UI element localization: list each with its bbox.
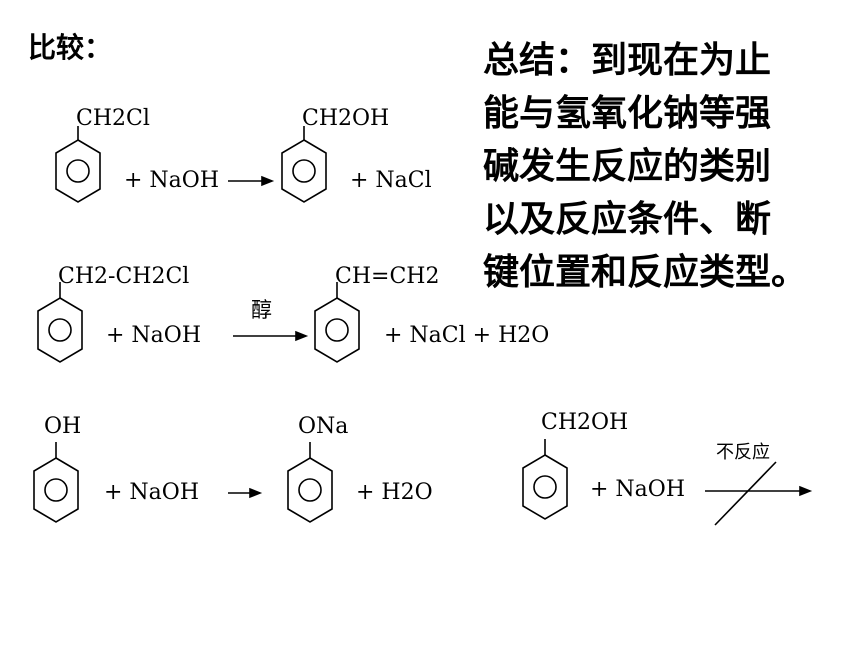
r2-byproduct: + NaCl + H2O xyxy=(384,323,550,348)
arrow-head-r1 xyxy=(261,175,275,187)
arrow-head-r4 xyxy=(799,485,813,497)
r2-product-group: CH=CH2 xyxy=(335,264,440,289)
summary-line-1: 总结：到现在为止 xyxy=(483,40,772,81)
r1-reagent: + NaOH xyxy=(124,168,220,193)
summary-line-2: 能与氢氧化钠等强 xyxy=(483,93,772,134)
r2-reagent: + NaOH xyxy=(106,323,202,348)
r3-product-group: ONa xyxy=(298,414,349,439)
r1-product-group: CH2OH xyxy=(302,106,390,131)
summary-line-5: 键位置和反应类型。 xyxy=(483,252,808,293)
no-reaction-slash xyxy=(714,461,777,526)
r2-condition: 醇 xyxy=(251,298,272,322)
arrow-head-r3 xyxy=(249,487,263,499)
r3-reactant-group: OH xyxy=(44,414,82,439)
benzene-ring-r1-reactant xyxy=(55,126,101,203)
benzene-ring-r2-reactant xyxy=(37,282,83,363)
benzene-ring-r3-reactant xyxy=(33,442,79,523)
r1-reactant-group: CH2Cl xyxy=(76,106,150,131)
summary-line-4: 以及反应条件、断 xyxy=(483,199,772,240)
r2-reactant-group: CH2-CH2Cl xyxy=(58,264,190,289)
r4-reagent: + NaOH xyxy=(590,477,686,502)
page-heading: 比较： xyxy=(28,31,113,64)
r3-reagent: + NaOH xyxy=(104,480,200,505)
r4-condition: 不反应 xyxy=(716,442,770,463)
summary-line-3: 碱发生反应的类别 xyxy=(483,146,772,187)
r1-byproduct: + NaCl xyxy=(350,168,432,193)
r4-reactant-group: CH2OH xyxy=(541,410,629,435)
benzene-ring-r3-product xyxy=(287,442,333,523)
benzene-ring-r2-product xyxy=(314,282,360,363)
arrow-head-r2 xyxy=(295,330,309,342)
summary-text: 总结：到现在为止 能与氢氧化钠等强 碱发生反应的类别 以及反应条件、断 键位置和… xyxy=(483,34,853,299)
benzene-ring-r4-reactant xyxy=(522,439,568,520)
r3-byproduct: + H2O xyxy=(356,480,433,505)
benzene-ring-r1-product xyxy=(281,126,327,203)
